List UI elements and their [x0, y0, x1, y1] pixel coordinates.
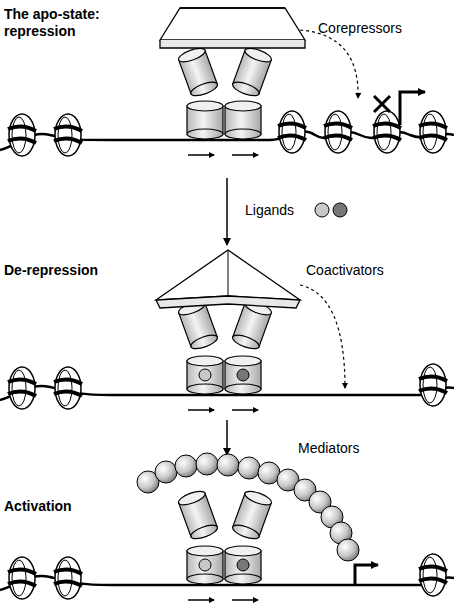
nucleosome [8, 367, 36, 409]
transition-arrow [226, 420, 228, 455]
ligand-binding-domain [177, 46, 219, 99]
dna-binding-domain [187, 546, 223, 584]
nucleosome [54, 367, 82, 409]
nucleosome [419, 111, 447, 153]
nucleosome [54, 114, 82, 156]
ligand [333, 203, 347, 217]
dashed-effect-arrow [300, 30, 358, 98]
ligand-binding-domain [231, 489, 273, 542]
ligand-binding-domain [177, 489, 219, 542]
transcription-start-arrow [355, 565, 378, 585]
dna-binding-domain [225, 546, 261, 584]
mediator-chain [137, 453, 359, 561]
protein-label: Mediators [298, 440, 418, 457]
panel-title: The apo-state: repression [4, 6, 112, 40]
nucleosome [419, 364, 447, 406]
corepressor-complex [160, 8, 305, 40]
protein-label: Corepressors [318, 20, 438, 37]
transcription-start-arrow [400, 92, 425, 125]
nucleosome [419, 554, 447, 596]
coactivator-complex [228, 250, 229, 296]
panel-title: Activation [4, 498, 134, 515]
corepressor-complex [180, 7, 285, 8]
block-mark [374, 96, 390, 112]
bound-ligand [237, 369, 249, 381]
nucleosome [54, 557, 82, 599]
response-element-arrow [232, 410, 258, 411]
bound-ligand [237, 559, 249, 571]
response-element-arrow [232, 155, 258, 156]
response-element-arrow [188, 600, 214, 601]
coactivator-complex [156, 250, 300, 300]
dna-binding-domain [187, 356, 223, 394]
nucleosome [324, 111, 352, 153]
dashed-effect-arrow [300, 285, 345, 388]
panel-title: De-repression [4, 262, 134, 279]
ligand-binding-domain [231, 46, 273, 99]
dna-binding-domain [225, 101, 261, 139]
transition-arrow [226, 178, 228, 245]
bound-ligand [199, 369, 211, 381]
response-element-arrow [188, 155, 214, 156]
coactivator-complex [156, 296, 300, 308]
nucleosome [8, 114, 36, 156]
corepressor-complex [160, 40, 305, 48]
dna-binding-domain [225, 356, 261, 394]
ligand [315, 203, 329, 217]
response-element-arrow [232, 600, 258, 601]
bound-ligand [199, 559, 211, 571]
ligand-label: Ligands [245, 202, 325, 219]
nucleosome [8, 557, 36, 599]
protein-label: Coactivators [306, 262, 426, 279]
nucleosome [278, 111, 306, 153]
response-element-arrow [188, 410, 214, 411]
nucleosome [373, 111, 401, 153]
dna-binding-domain [187, 101, 223, 139]
